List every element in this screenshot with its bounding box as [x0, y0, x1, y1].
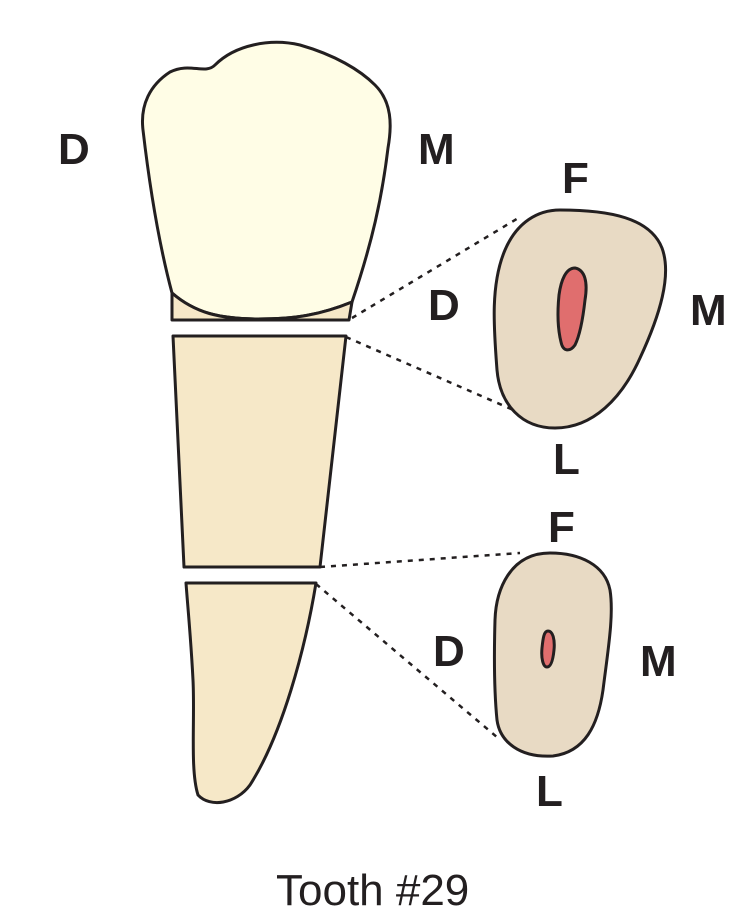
crown-label-mesial: M: [418, 125, 455, 174]
root-middle-segment: [171, 334, 348, 569]
crown-label-distal: D: [58, 125, 90, 174]
midroot-label-lingual: L: [536, 767, 563, 816]
connector-line-midroot-top: [319, 551, 521, 569]
connector-line-midroot-bottom: [315, 583, 499, 739]
cervical-label-facial: F: [562, 154, 589, 203]
cervical-pulp: [556, 266, 588, 352]
root-apical-segment: [184, 581, 318, 804]
cervical-band: [170, 291, 354, 322]
midroot-label-mesial: M: [640, 637, 677, 686]
cervical-label-lingual: L: [553, 435, 580, 484]
cervical-label-mesial: M: [690, 286, 727, 335]
crown: [140, 40, 392, 321]
midroot-label-distal: D: [433, 627, 465, 676]
midroot-label-facial: F: [548, 503, 575, 552]
midroot-pulp: [540, 629, 556, 669]
cervical-label-distal: D: [428, 281, 460, 330]
connector-line-cervical-bottom: [345, 335, 519, 414]
figure-caption: Tooth #29: [276, 866, 469, 915]
